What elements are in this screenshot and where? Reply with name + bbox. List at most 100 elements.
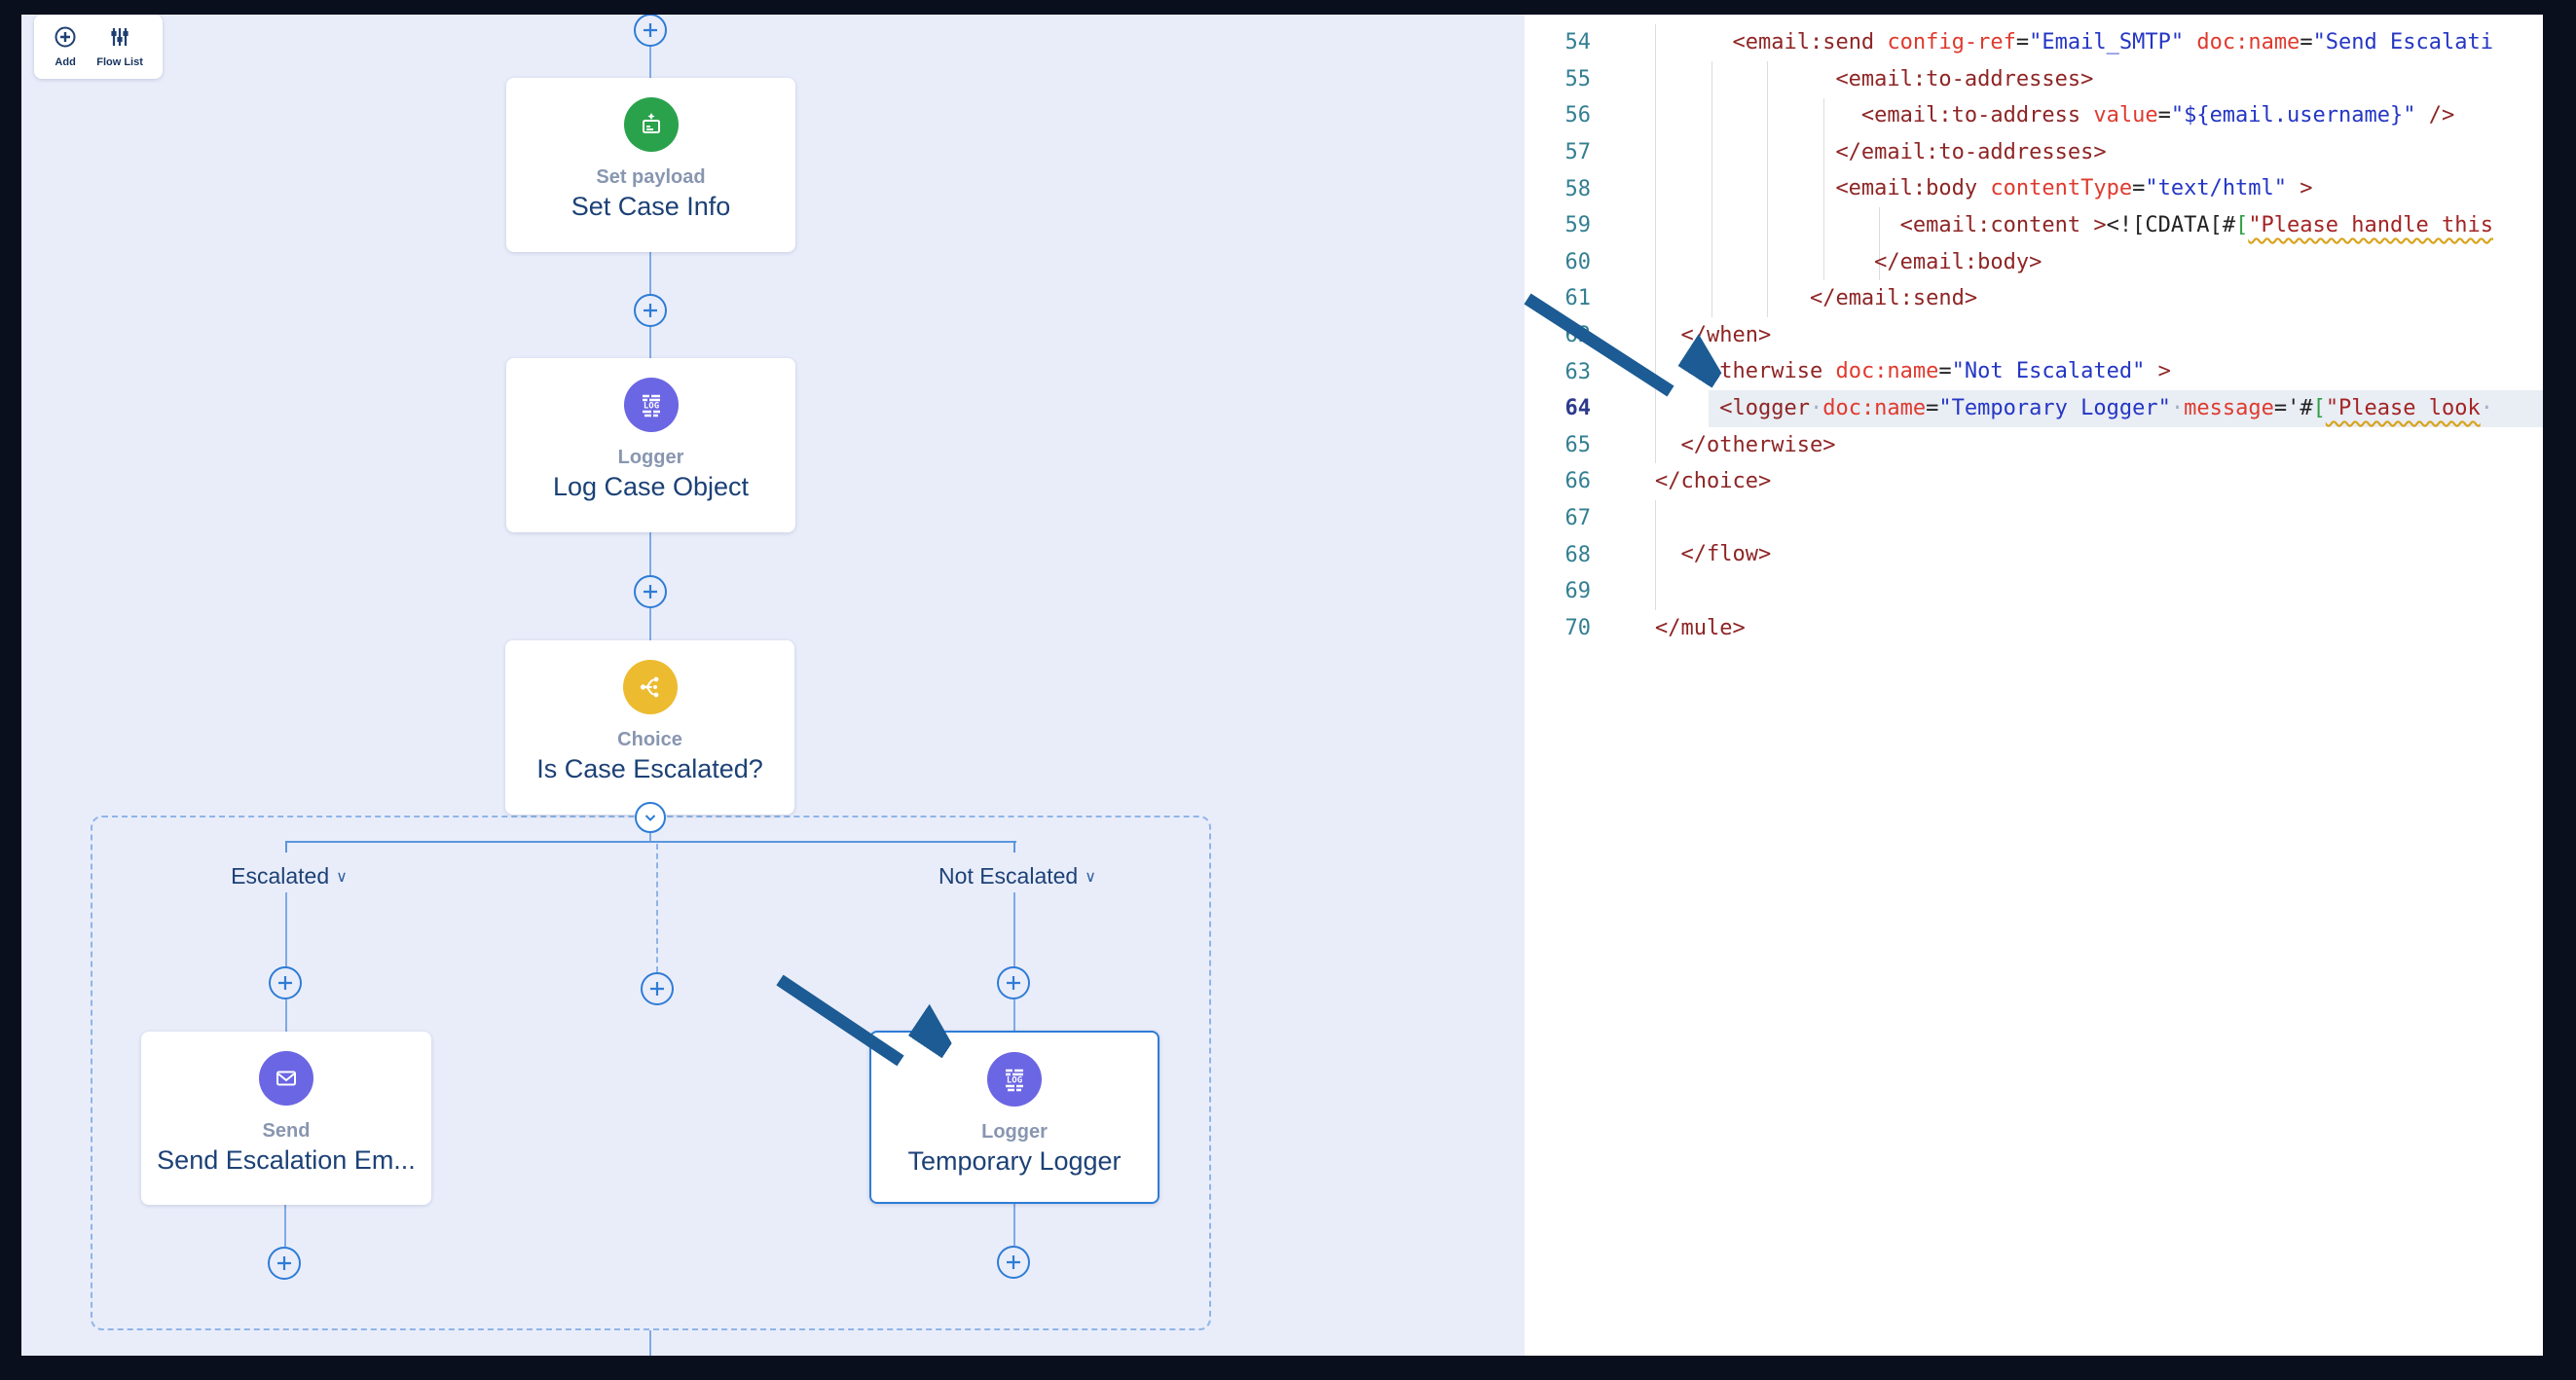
code-line-text[interactable]: <otherwise doc:name="Not Escalated" > <box>1693 359 2171 384</box>
branch-bar <box>286 841 1016 843</box>
code-line-text[interactable]: <email:body contentType="text/html" > <box>1835 176 2313 201</box>
indent-guide <box>1879 207 1880 280</box>
code-line-57[interactable]: 57 </email:to-addresses> <box>1525 134 2543 171</box>
code-line-text[interactable]: </when> <box>1680 322 1772 347</box>
node-kind: Choice <box>617 729 682 750</box>
line-number[interactable]: 67 <box>1564 506 1592 531</box>
code-line-62[interactable]: 62 </when> <box>1525 317 2543 354</box>
insert-node-button[interactable] <box>997 966 1030 999</box>
indent-guide <box>1655 500 1656 610</box>
code-line-56[interactable]: 56 <email:to-address value="${email.user… <box>1525 97 2543 134</box>
code-line-text[interactable]: </email:to-addresses> <box>1835 139 2107 164</box>
connector <box>649 608 651 640</box>
node-temporary-logger[interactable]: LOG Logger Temporary Logger <box>869 1031 1159 1204</box>
node-kind: Send <box>262 1120 311 1142</box>
insert-node-button[interactable] <box>634 575 667 608</box>
line-number[interactable]: 70 <box>1564 615 1592 640</box>
chevron-down-icon[interactable]: ∨ <box>1085 868 1096 886</box>
line-number[interactable]: 59 <box>1564 213 1592 238</box>
line-number[interactable]: 58 <box>1564 176 1592 201</box>
code-line-70[interactable]: 70 </mule> <box>1525 610 2543 647</box>
code-line-55[interactable]: 55 <email:to-addresses> <box>1525 61 2543 98</box>
line-number[interactable]: 63 <box>1564 359 1592 384</box>
app-window: Add Flow List <box>21 15 2543 1356</box>
indent-guide <box>1655 24 1656 463</box>
node-set-case-info[interactable]: Set payload Set Case Info <box>506 78 795 252</box>
connector <box>1013 892 1015 967</box>
code-line-58[interactable]: 58 <email:body contentType="text/html" > <box>1525 170 2543 207</box>
node-send-escalation-email[interactable]: Send Send Escalation Em... <box>141 1032 431 1205</box>
code-line-59[interactable]: 59 <email:content ><![CDATA[#["Please ha… <box>1525 207 2543 244</box>
insert-node-button[interactable] <box>268 1247 301 1280</box>
email-icon <box>259 1051 313 1106</box>
node-kind: Set payload <box>596 166 706 188</box>
connector <box>285 892 287 967</box>
code-line-text[interactable]: <email:to-addresses> <box>1835 66 2094 91</box>
code-line-61[interactable]: 61 </email:send> <box>1525 280 2543 317</box>
code-line-60[interactable]: 60 </email:body> <box>1525 244 2543 281</box>
code-line-text[interactable]: </otherwise> <box>1680 432 1836 457</box>
code-line-text[interactable]: <email:content ><![CDATA[#["Please handl… <box>1899 212 2493 237</box>
code-line-text[interactable]: </choice> <box>1655 469 1772 494</box>
connector <box>285 999 287 1032</box>
indent-guide <box>1767 61 1768 317</box>
line-number[interactable]: 56 <box>1564 103 1592 128</box>
connector <box>649 1330 651 1356</box>
code-line-text[interactable]: <email:to-address value="${email.usernam… <box>1860 103 2455 128</box>
code-line-67[interactable]: 67 <box>1525 500 2543 537</box>
insert-node-button[interactable] <box>634 294 667 327</box>
flow-list-button-label: Flow List <box>96 56 143 68</box>
chevron-down-icon[interactable]: ∨ <box>336 868 348 886</box>
node-name: Set Case Info <box>570 192 731 221</box>
insert-node-button[interactable] <box>997 1246 1030 1279</box>
line-number[interactable]: 69 <box>1564 579 1592 604</box>
line-number[interactable]: 65 <box>1564 432 1592 457</box>
branch-label-escalated[interactable]: Escalated ∨ <box>231 863 348 890</box>
logger-icon: LOG <box>623 378 679 432</box>
code-line-65[interactable]: 65 </otherwise> <box>1525 427 2543 464</box>
code-line-text[interactable]: </flow> <box>1680 542 1772 567</box>
connector <box>1013 1204 1015 1246</box>
node-kind: Logger <box>617 447 684 468</box>
code-line-69[interactable]: 69 <box>1525 573 2543 610</box>
line-number[interactable]: 61 <box>1564 286 1592 311</box>
set-payload-icon <box>623 97 679 152</box>
line-number[interactable]: 54 <box>1564 30 1592 55</box>
line-number[interactable]: 62 <box>1564 323 1592 348</box>
line-number[interactable]: 57 <box>1564 140 1592 165</box>
line-number[interactable]: 60 <box>1564 249 1592 274</box>
collapse-scope-toggle[interactable] <box>635 802 666 833</box>
node-is-case-escalated[interactable]: Choice Is Case Escalated? <box>505 640 794 815</box>
code-line-text[interactable]: <email:send config-ref="Email_SMTP" doc:… <box>1732 30 2493 54</box>
line-number[interactable]: 66 <box>1564 469 1592 494</box>
connector <box>1013 999 1015 1031</box>
code-line-63[interactable]: 63 <otherwise doc:name="Not Escalated" > <box>1525 353 2543 390</box>
choice-icon <box>622 660 678 714</box>
connector <box>284 1205 286 1247</box>
code-line-54[interactable]: 54 <email:send config-ref="Email_SMTP" d… <box>1525 24 2543 61</box>
xml-code-editor[interactable]: 54 <email:send config-ref="Email_SMTP" d… <box>1525 15 2543 1356</box>
branch-label-not-escalated[interactable]: Not Escalated ∨ <box>938 863 1096 890</box>
canvas-toolbar: Add Flow List <box>34 15 163 79</box>
add-button[interactable]: Add <box>54 25 77 68</box>
code-line-64[interactable]: 64 <logger·doc:name="Temporary Logger"·m… <box>1525 389 2543 427</box>
add-branch-button[interactable] <box>641 972 674 1005</box>
insert-node-button[interactable] <box>634 15 667 47</box>
line-number[interactable]: 64 <box>1564 396 1592 421</box>
line-number[interactable]: 68 <box>1564 542 1592 567</box>
line-number[interactable]: 55 <box>1564 66 1592 91</box>
node-log-case-object[interactable]: LOG Logger Log Case Object <box>506 358 795 532</box>
code-line-text[interactable]: </email:body> <box>1874 249 2042 274</box>
code-line-text[interactable]: </mule> <box>1655 615 1746 640</box>
indent-guide <box>1711 61 1712 317</box>
connector <box>649 532 651 576</box>
branch-stub <box>285 841 287 853</box>
insert-node-button[interactable] <box>269 966 302 999</box>
node-name: Is Case Escalated? <box>536 754 763 783</box>
code-line-68[interactable]: 68 </flow> <box>1525 536 2543 573</box>
code-line-text[interactable]: </email:send> <box>1809 286 1978 311</box>
flow-list-button[interactable]: Flow List <box>96 25 143 68</box>
code-line-66[interactable]: 66 </choice> <box>1525 463 2543 500</box>
code-line-text[interactable]: <logger·doc:name="Temporary Logger"·mess… <box>1655 389 2543 427</box>
flow-canvas[interactable]: Add Flow List <box>21 15 1525 1356</box>
